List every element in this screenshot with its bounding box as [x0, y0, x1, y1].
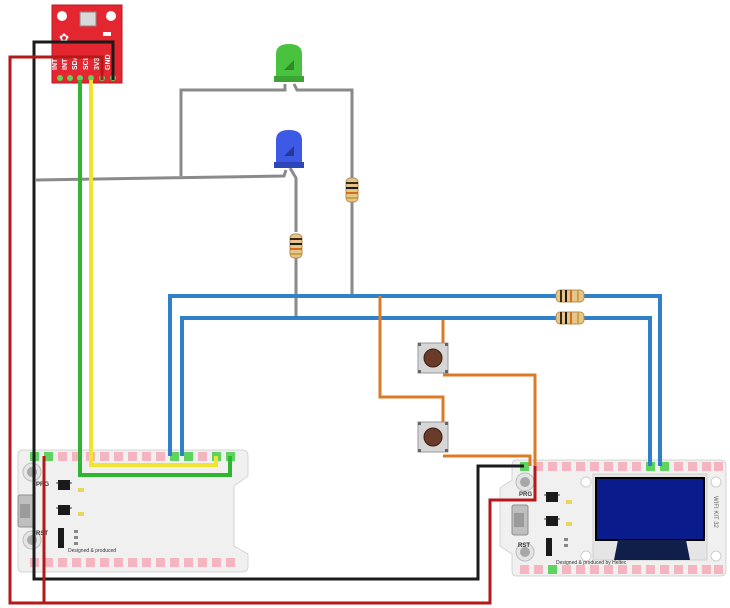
right-board-chips	[544, 492, 572, 556]
left-board-top-header	[30, 452, 235, 461]
resistor-horizontal-1	[555, 289, 585, 303]
resistor-vertical-1	[345, 177, 359, 203]
sensor-pin-label: SCL	[83, 55, 90, 70]
sensor-pin-label: SDA	[72, 55, 79, 70]
grey-wire-led-blue-right	[288, 167, 298, 232]
right-prg-label: PRG	[519, 492, 532, 498]
right-board-top-header	[520, 462, 723, 471]
resistor-horizontal-2	[555, 311, 585, 325]
right-board-credit: Designed & produced by Heltec	[556, 560, 627, 566]
orange-wire-right	[443, 373, 537, 466]
mount-hole	[580, 550, 592, 562]
sensor-smd	[103, 32, 111, 36]
right-board-bottom-header	[520, 565, 723, 574]
resistor-vertical-2	[289, 233, 303, 259]
sensor-pin-labels: INT INT SDA SCL 3V3 GND	[52, 54, 112, 70]
blue-wire-lower	[180, 316, 652, 466]
right-usb-connector	[511, 504, 529, 536]
black-wire-ground	[32, 40, 524, 581]
sensor-pin-label: INT	[62, 58, 69, 70]
oled-display: WIFI KIT 32	[592, 473, 718, 561]
sensor-mount-hole	[106, 11, 116, 21]
grey-wire-led-green-right	[292, 83, 354, 180]
mount-hole	[710, 476, 722, 488]
sensor-pin-label: GND	[105, 54, 112, 70]
microcontroller-board-left: PRG RST Designed & produced	[17, 449, 249, 573]
red-wire-power	[8, 55, 537, 605]
sensor-chip	[79, 11, 97, 27]
grey-wire-led-blue-left	[35, 169, 288, 182]
orange-wire-left	[378, 296, 445, 425]
green-wire-sda	[78, 80, 232, 477]
led-green	[274, 44, 304, 82]
right-prg-button[interactable]: PRG	[515, 472, 535, 498]
push-button-bottom[interactable]	[417, 421, 449, 453]
sensor-logo-flame: ✿	[59, 31, 69, 45]
right-rst-label: RST	[518, 543, 530, 549]
grey-wire-led-green-left	[179, 84, 287, 176]
left-board-chips	[56, 480, 84, 548]
microcontroller-board-right: PRG RST WIFI	[499, 459, 727, 577]
oled-side-text: WIFI KIT 32	[712, 496, 718, 529]
wires	[8, 40, 662, 605]
oled-screen	[595, 477, 705, 541]
sensor-pin-label: 3V3	[94, 57, 101, 70]
yellow-wire-scl	[89, 80, 218, 467]
led-blue	[274, 130, 304, 168]
left-rst-label: RST	[36, 531, 48, 537]
right-rst-button[interactable]: RST	[515, 542, 535, 562]
sensor-pin-label: INT	[52, 58, 59, 70]
mount-hole	[580, 476, 592, 488]
blue-wire-upper	[168, 294, 662, 466]
sensor-module: ✿ INT INT SDA SCL 3V3 GND	[51, 4, 123, 84]
mount-hole	[710, 550, 722, 562]
left-usb-connector	[17, 494, 35, 528]
orange-wire-bottom	[443, 454, 532, 466]
left-board-credit: Designed & produced	[68, 548, 116, 554]
sensor-mount-hole	[57, 11, 67, 21]
left-board-bottom-header	[30, 558, 235, 567]
oled-ribbon	[614, 540, 690, 560]
push-button-top[interactable]	[417, 342, 449, 374]
